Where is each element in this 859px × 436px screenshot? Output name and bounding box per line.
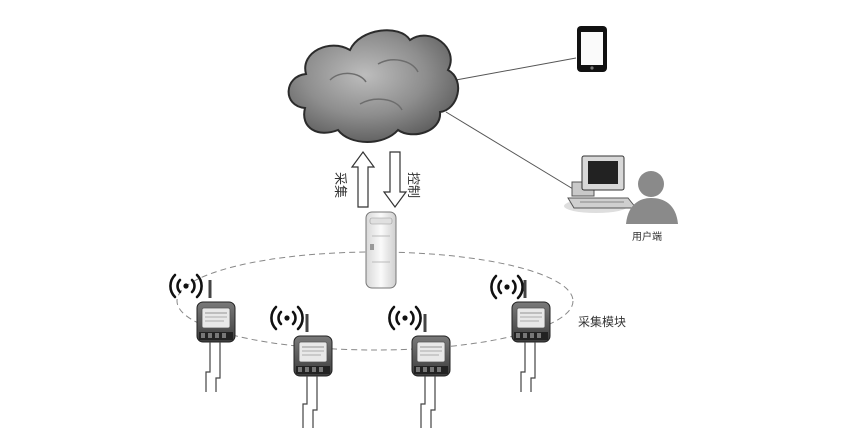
collect-label: 采集 <box>332 172 348 198</box>
cloud-pc-link <box>445 111 579 193</box>
download-arrow-icon <box>382 151 408 209</box>
acquisition-module-icon <box>510 278 552 344</box>
smartphone-icon <box>577 26 607 72</box>
acquisition-module-icon <box>292 312 334 378</box>
control-label: 控制 <box>405 172 420 198</box>
wifi-signal-icon <box>490 274 524 300</box>
user-end-label: 用户端 <box>632 230 662 243</box>
wifi-signal-icon <box>388 305 422 331</box>
wifi-signal-icon <box>169 273 203 299</box>
user-icon <box>626 171 678 224</box>
wireless-gateway-icon <box>365 211 397 289</box>
cloud-icon <box>287 29 459 143</box>
wifi-signal-icon <box>270 305 304 331</box>
upload-arrow-icon <box>350 150 376 208</box>
desktop-computer-icon <box>564 155 638 213</box>
acquisition-module-icon <box>410 312 452 378</box>
cloud-phone-link <box>444 57 577 83</box>
module-wires <box>205 342 536 428</box>
acquisition-module-label: 采集模块 <box>578 314 626 329</box>
acquisition-module-icon <box>195 278 237 344</box>
